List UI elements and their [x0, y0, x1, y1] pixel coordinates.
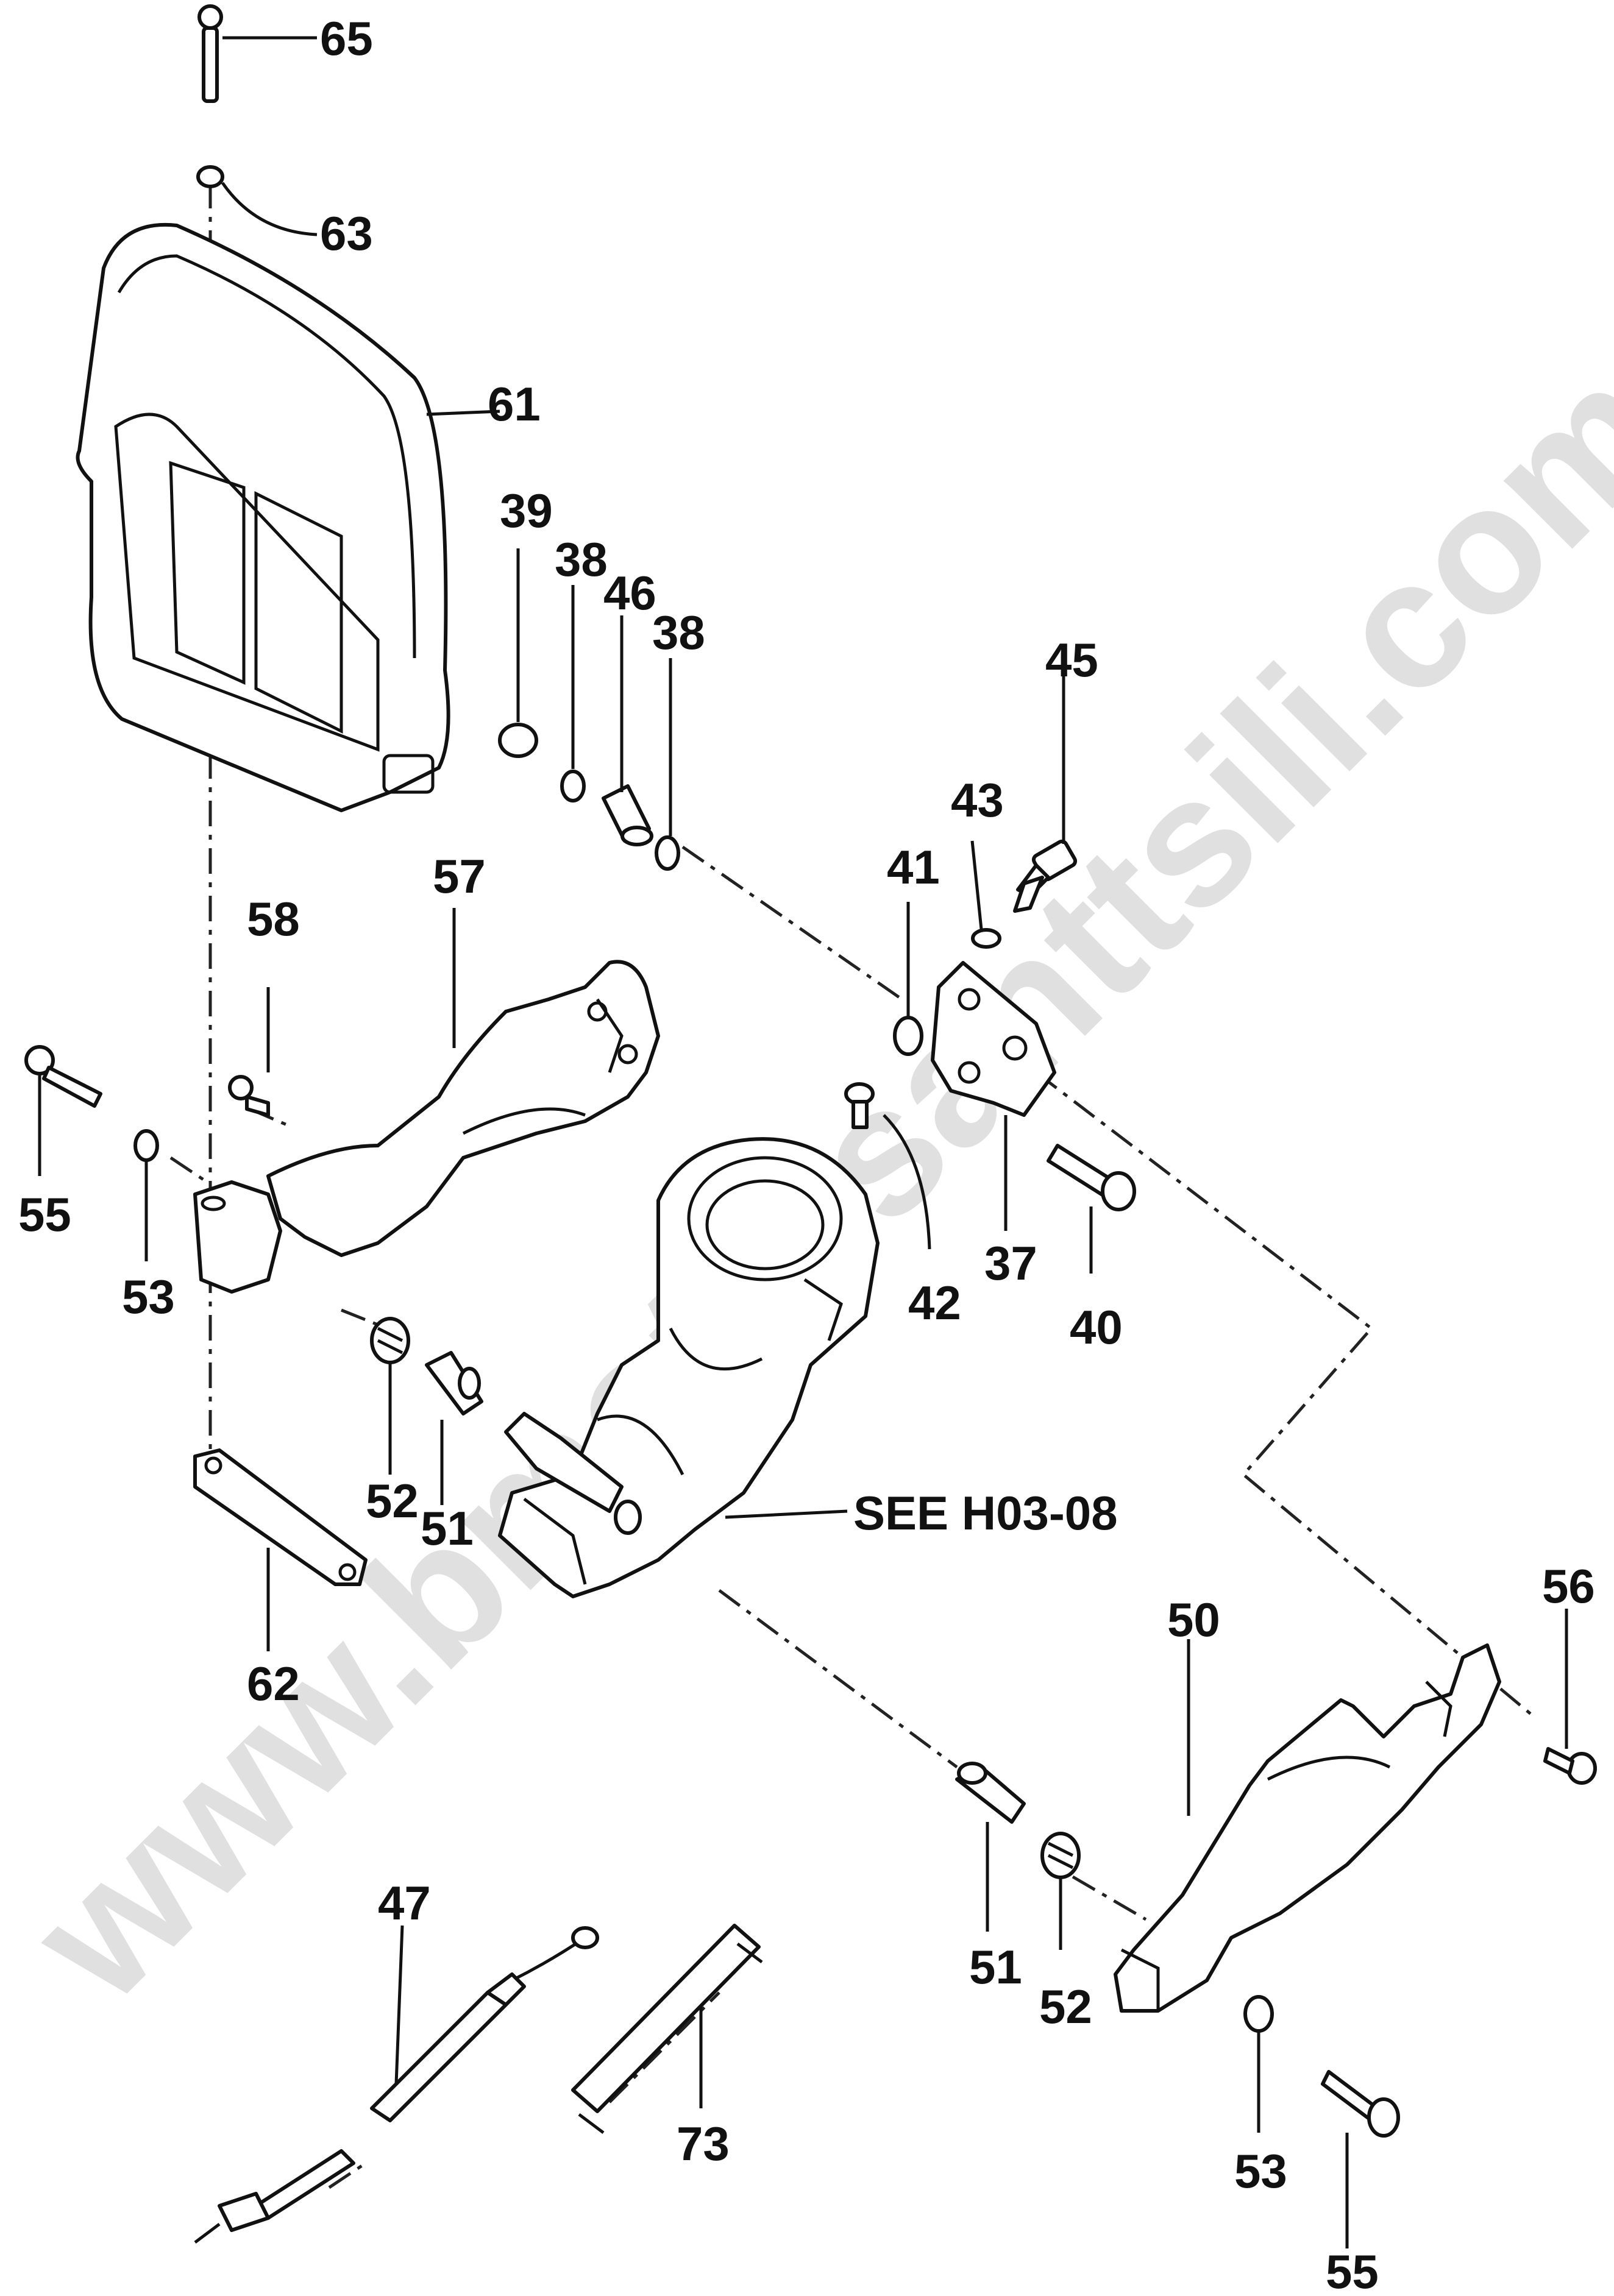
part-housing-see-h03-08 [498, 1137, 880, 1598]
part-40-bolt [1047, 1144, 1136, 1274]
label-42: 42 [908, 1276, 961, 1330]
part-45-bolt [1013, 676, 1078, 913]
label-45: 45 [1045, 633, 1098, 687]
label-51-right: 51 [969, 1940, 1022, 1994]
label-65: 65 [320, 12, 373, 65]
label-55-right: 55 [1326, 2245, 1379, 2296]
label-62: 62 [247, 1657, 300, 1710]
label-63: 63 [320, 207, 373, 260]
label-41: 41 [887, 840, 940, 894]
part-38-washer-a [560, 585, 586, 803]
label-73: 73 [677, 2117, 730, 2170]
part-51-pin-right [955, 1762, 1026, 1932]
part-57-lever [266, 908, 660, 1257]
part-39-nut [498, 548, 538, 758]
part-37-bracket [931, 961, 1056, 1231]
part-55-bolt-left [24, 1045, 102, 1176]
label-39: 39 [500, 484, 553, 537]
label-53-left: 53 [122, 1270, 175, 1323]
label-43: 43 [951, 773, 1004, 827]
part-55-bolt-right [1321, 2070, 1400, 2248]
part-62-plate [193, 1448, 368, 1651]
label-50: 50 [1167, 1593, 1220, 1646]
part-52-spring-left [370, 1317, 410, 1475]
part-52-spring-right [1040, 1832, 1081, 1950]
part-47-cable [194, 1925, 599, 2244]
part-53-washer-right [1243, 1995, 1274, 2133]
part-58-screw [228, 987, 270, 1117]
part-43-pin [970, 840, 1001, 949]
label-38-a: 38 [555, 533, 608, 586]
label-61: 61 [488, 377, 541, 431]
part-46-bushing [602, 615, 653, 846]
label-52-left: 52 [366, 1474, 419, 1528]
label-47: 47 [378, 1876, 431, 1930]
part-61-air-cleaner-cover [76, 222, 500, 812]
part-38-washer-b [655, 658, 680, 871]
label-55-left: 55 [18, 1188, 71, 1241]
part-65-screw [197, 4, 317, 103]
part-63-nut [196, 165, 318, 236]
label-57: 57 [433, 849, 486, 903]
label-40: 40 [1070, 1300, 1123, 1354]
callout-labels: 65 63 61 39 38 46 38 45 43 41 57 58 55 5… [18, 12, 1595, 2296]
label-38-b: 38 [652, 606, 705, 659]
part-50-lever [1114, 1639, 1501, 2013]
part-41-spring [893, 902, 923, 1056]
part-56-screw [1543, 1609, 1597, 1785]
label-see-h03-08: SEE H03-08 [853, 1486, 1118, 1540]
part-42-screw [844, 1082, 931, 1250]
label-46: 46 [603, 566, 656, 620]
label-52-right: 52 [1039, 1980, 1092, 2033]
label-58: 58 [247, 892, 300, 946]
part-73-rod [571, 1924, 763, 2134]
label-53-right: 53 [1234, 2144, 1287, 2198]
part-57-lever-hub [193, 1180, 282, 1294]
label-37: 37 [984, 1236, 1037, 1290]
label-51-left: 51 [421, 1501, 474, 1555]
part-51-pin-left [425, 1351, 483, 1505]
label-56: 56 [1542, 1559, 1595, 1613]
part-53-washer-left [133, 1129, 159, 1261]
